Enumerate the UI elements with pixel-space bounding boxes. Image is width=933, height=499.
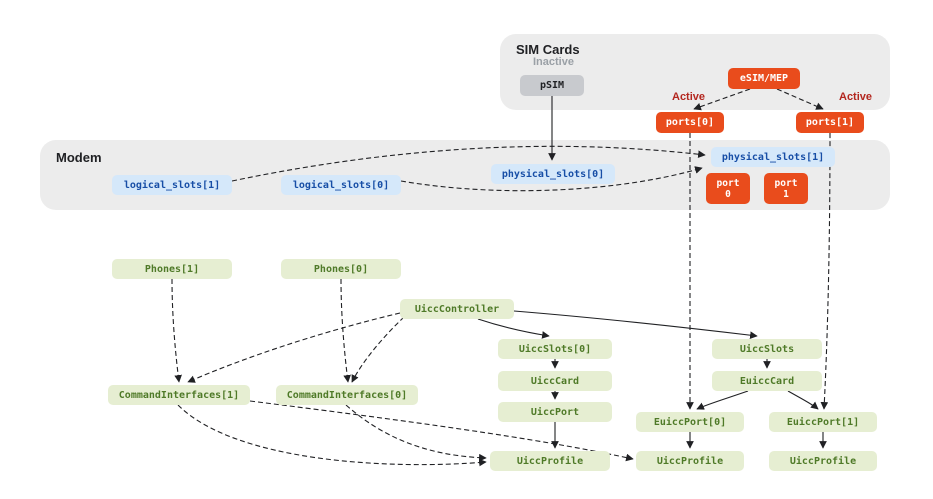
edge-euicccard-to-euiccport0 xyxy=(696,390,749,410)
node-uicc-controller: UiccController xyxy=(400,299,514,319)
node-uicc-profile-mid: UiccProfile xyxy=(636,451,744,471)
node-logical-slots0: logical_slots[0] xyxy=(281,175,401,195)
modem-group-title: Modem xyxy=(56,150,102,165)
node-uicc-profile-right: UiccProfile xyxy=(769,451,877,471)
edge-esim-to-ports1 xyxy=(776,88,824,110)
node-port-1: port 1 xyxy=(764,173,808,204)
node-phones1: Phones[1] xyxy=(112,259,232,279)
active-right-label: Active xyxy=(839,91,873,103)
node-port-1-line1: port xyxy=(774,177,798,189)
edge-controller-to-commandinterfaces1 xyxy=(187,312,401,383)
node-phones0: Phones[0] xyxy=(281,259,401,279)
edge-phones1-to-commandinterfaces1 xyxy=(171,278,182,383)
node-uicc-slots: UiccSlots xyxy=(712,339,822,359)
node-physical-slots1: physical_slots[1] xyxy=(711,147,835,167)
node-logical-slots1: logical_slots[1] xyxy=(112,175,232,195)
edge-commandinterfaces1-to-uiccprofile xyxy=(177,404,487,467)
node-euicc-port1: EuiccPort[1] xyxy=(769,412,877,432)
sim-cards-group xyxy=(500,34,890,110)
edge-esim-to-ports0 xyxy=(693,88,751,111)
edge-ports1-to-euiccport1 xyxy=(820,132,831,410)
node-port-1-line2: 1 xyxy=(783,188,789,200)
inactive-label: Inactive xyxy=(533,56,574,68)
sim-cards-group-title: SIM Cards xyxy=(516,42,580,57)
edge-logicalslots0-to-physicalslots1 xyxy=(400,166,703,192)
node-command-interfaces0: CommandInterfaces[0] xyxy=(276,385,418,405)
edge-logicalslots1-to-physicalslots1 xyxy=(231,145,706,182)
edge-phones0-to-commandinterfaces0 xyxy=(340,278,351,383)
edge-controller-to-uiccslots xyxy=(513,310,758,340)
edge-commandinterfaces0-to-uiccprofile xyxy=(345,404,487,462)
node-uicc-port: UiccPort xyxy=(498,402,612,422)
node-ports1: ports[1] xyxy=(796,112,864,133)
active-left-label: Active xyxy=(672,91,706,103)
node-uicc-profile-center: UiccProfile xyxy=(490,451,610,471)
node-physical-slots0: physical_slots[0] xyxy=(491,164,615,184)
node-port-0-line2: 0 xyxy=(725,188,731,200)
node-esim-mep: eSIM/MEP xyxy=(728,68,800,89)
node-port-0: port 0 xyxy=(706,173,750,204)
node-psim: pSIM xyxy=(520,75,584,96)
node-ports0: ports[0] xyxy=(656,112,724,133)
edge-euicccard-to-euiccport1 xyxy=(787,390,819,410)
node-euicc-port0: EuiccPort[0] xyxy=(636,412,744,432)
node-port-0-line1: port xyxy=(716,177,740,189)
node-euicc-card: EuiccCard xyxy=(712,371,822,391)
node-uicc-card: UiccCard xyxy=(498,371,612,391)
edge-controller-to-commandinterfaces0 xyxy=(351,316,405,383)
node-uicc-slots0: UiccSlots[0] xyxy=(498,339,612,359)
edge-controller-to-uiccslots0 xyxy=(477,318,550,339)
node-command-interfaces1: CommandInterfaces[1] xyxy=(108,385,250,405)
